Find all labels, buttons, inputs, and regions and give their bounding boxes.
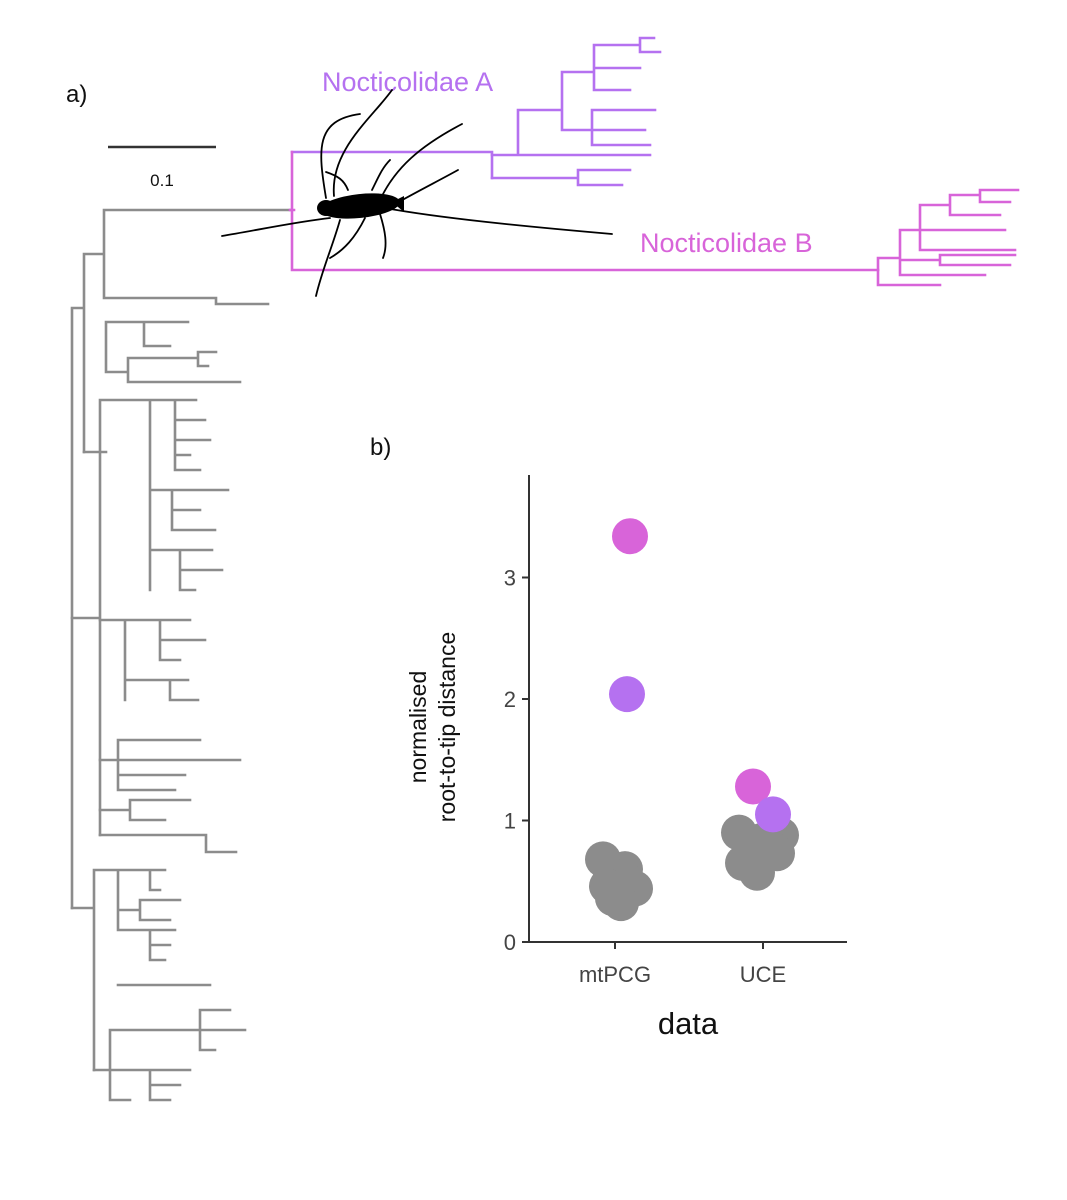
x-tick-label: mtPCG [579, 962, 651, 987]
y-tick-label: 0 [504, 930, 516, 955]
x-ticks: mtPCG UCE [579, 942, 786, 987]
data-point [755, 796, 791, 833]
data-points [585, 518, 799, 922]
scale-bar: 0.1 [108, 145, 216, 190]
x-tick-label: UCE [740, 962, 786, 987]
y-axis-title-line-2: root-to-tip distance [434, 632, 460, 822]
clade-a-label: Nocticolidae A [322, 67, 493, 97]
cockroach-silhouette [221, 89, 613, 297]
panel-b-label: b) [370, 434, 391, 461]
panel-b: b) 0 1 2 3 mtPCG UCE normalised root-to-tip … [370, 434, 847, 1041]
clade-b-label: Nocticolidae B [640, 228, 813, 258]
tree-clade-a [290, 36, 662, 187]
data-point [603, 885, 639, 922]
x-axis-title: data [658, 1006, 719, 1041]
tree-clade-b [288, 150, 1020, 287]
tree-background-taxa [70, 208, 292, 1102]
y-ticks: 0 1 2 3 [504, 566, 529, 955]
panel-a: a) 0.1 Nocticolidae A [66, 36, 1020, 1102]
plot-area: 0 1 2 3 mtPCG UCE [504, 475, 847, 987]
y-tick-label: 1 [504, 809, 516, 834]
data-point [609, 676, 645, 713]
panel-a-label: a) [66, 81, 87, 108]
scale-bar-label: 0.1 [150, 171, 174, 190]
y-axis-title-line-1: normalised [405, 671, 431, 784]
y-tick-label: 3 [504, 566, 516, 591]
data-point [739, 854, 775, 891]
y-tick-label: 2 [504, 687, 516, 712]
data-point [612, 518, 648, 555]
data-point [735, 768, 771, 805]
